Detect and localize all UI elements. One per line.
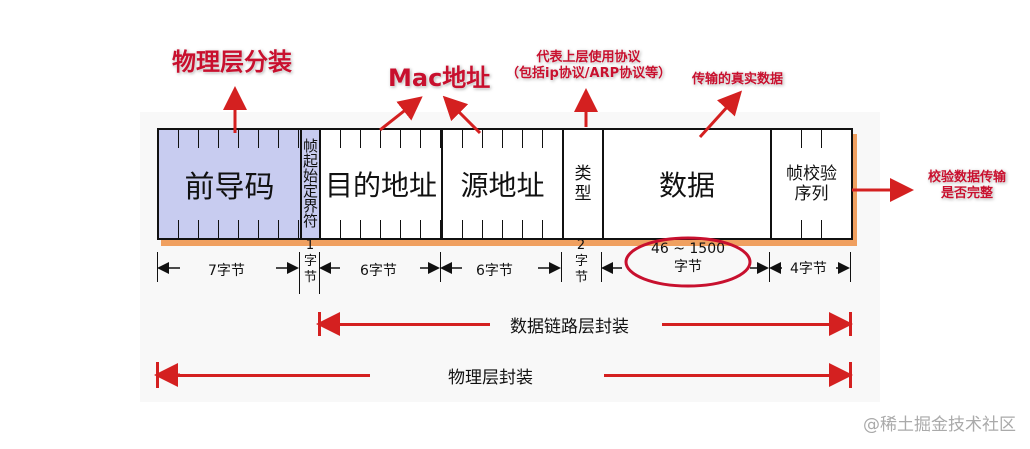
size-sfd-num: 1 xyxy=(305,238,315,253)
callout-data-desc: 传输的真实数据 xyxy=(692,72,784,87)
field-source-label: 源地址 xyxy=(460,169,545,202)
watermark: @稀土掘金技术社区 xyxy=(863,415,1016,435)
field-data-label: 数据 xyxy=(658,169,715,202)
data-size-highlight-ellipse xyxy=(624,236,752,288)
field-destination-label: 目的地址 xyxy=(324,169,437,202)
callout-mac-address: Mac地址 xyxy=(388,64,491,92)
callout-fcs-line2: 是否完整 xyxy=(941,186,994,201)
size-type-unit: 字节 xyxy=(575,254,589,285)
size-type: 2 字节 xyxy=(575,238,589,286)
field-fcs-label: 帧校验 序列 xyxy=(786,164,837,204)
size-sfd: 1 字节 xyxy=(304,238,318,286)
size-data-unit: 字节 xyxy=(674,259,702,275)
field-source-address: 源地址 xyxy=(443,130,564,238)
field-sfd: 帧起始定界符 xyxy=(302,130,321,238)
arrow-mac-dest xyxy=(379,96,423,132)
callout-type-line2: （包括ip协议/ARP协议等） xyxy=(506,66,672,81)
size-preamble: 7字节 xyxy=(208,263,245,279)
physical-layer-label: 物理层封装 xyxy=(448,368,533,388)
arrow-mac-src xyxy=(442,95,482,135)
size-fcs: 4字节 xyxy=(790,261,827,277)
field-fcs-line2: 序列 xyxy=(794,184,829,204)
field-preamble: 前导码 xyxy=(159,130,302,238)
arrow-data xyxy=(698,90,743,139)
callout-type-line1: 代表上层使用协议 xyxy=(536,50,641,65)
field-preamble-label: 前导码 xyxy=(184,170,275,205)
field-sfd-label: 帧起始定界符 xyxy=(303,137,319,230)
size-destination: 6字节 xyxy=(360,263,397,279)
callout-physical-encap: 物理层分装 xyxy=(172,48,292,76)
size-source: 6字节 xyxy=(476,263,513,279)
field-type: 类型 xyxy=(564,130,604,238)
datalink-layer-label: 数据链路层封装 xyxy=(510,317,629,337)
field-data: 数据 xyxy=(604,130,772,238)
size-sfd-unit: 字节 xyxy=(304,254,318,285)
size-data: 46 ~ 1500 字节 xyxy=(650,240,726,276)
field-fcs: 帧校验 序列 xyxy=(772,130,851,238)
field-destination-address: 目的地址 xyxy=(321,130,443,238)
callout-fcs-line1: 校验数据传输 xyxy=(928,170,1007,185)
field-type-label: 类型 xyxy=(574,164,592,204)
field-fcs-line1: 帧校验 xyxy=(786,164,837,184)
callout-type-desc: 代表上层使用协议 （包括ip协议/ARP协议等） xyxy=(506,50,671,82)
ethernet-frame: 前导码 帧起始定界符 目的地址 源地址 类型 数据 帧校验 序列 xyxy=(157,128,853,240)
callout-fcs-desc: 校验数据传输 是否完整 xyxy=(928,170,1006,202)
size-type-num: 2 xyxy=(576,238,586,253)
size-data-range: 46 ~ 1500 xyxy=(650,241,726,257)
